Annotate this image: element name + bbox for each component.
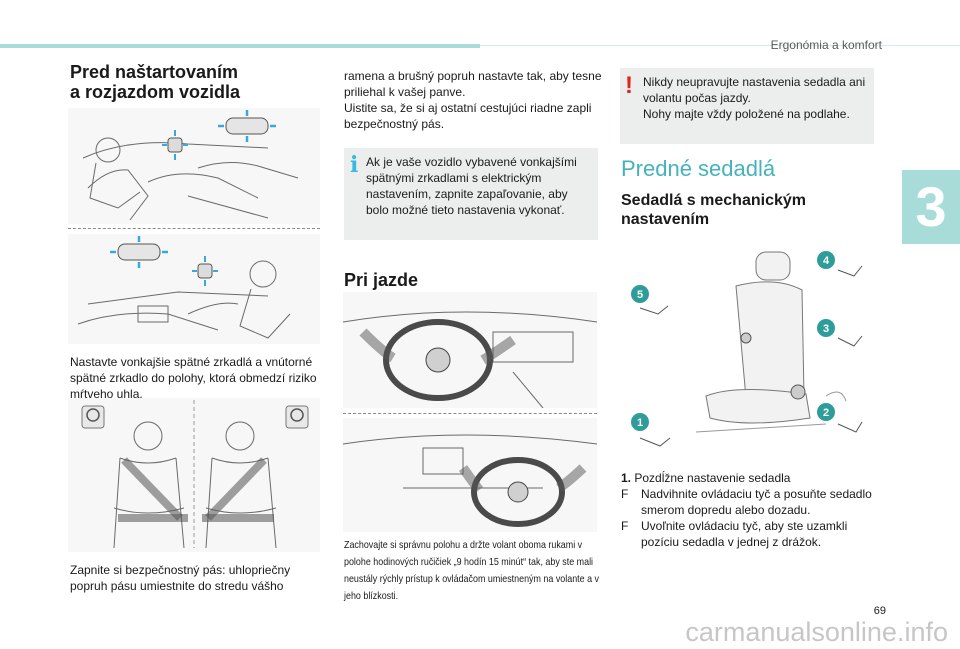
- illustration-divider: [68, 228, 320, 229]
- seatbelt-illustration: [68, 398, 320, 552]
- warning-box: ! Nikdy neupravujte nastavenia sedadla a…: [620, 68, 874, 144]
- seatbelt-instruction: Zapnite si bezpečnostný pás: uhlopriečny…: [70, 563, 291, 593]
- seat-item-1-bullets: F Nadvihnite ovládaciu tyč a posuňte sed…: [621, 486, 873, 550]
- bullet-text: Uvoľnite ovládaciu tyč, aby ste uzamkli …: [641, 519, 848, 549]
- seat-adjust-icon: [631, 251, 863, 447]
- seat-badge-5: 5: [637, 289, 643, 301]
- seat-badge-3: 3: [823, 323, 829, 335]
- mirror-instruction: Nastavte vonkajšie spätné zrkadlá a vnút…: [70, 355, 317, 401]
- mirror-adjust-illustration-top: [68, 108, 320, 224]
- page-title: Pred naštartovaním a rozjazdom vozidla: [70, 62, 310, 102]
- driving-hands-illustration-top: [343, 292, 597, 408]
- illustration-divider: [343, 413, 597, 414]
- top-divider-line: [480, 45, 960, 46]
- seat-badge-1: 1: [637, 417, 643, 429]
- seatbelt-instruction-continued: ramena a brušný popruh nastavte tak, aby…: [344, 69, 602, 131]
- chapter-tab: [902, 170, 960, 244]
- list-item: F Uvoľnite ovládaciu tyč, aby ste uzamkl…: [621, 518, 873, 550]
- driving-caption: Zachovajte si správnu polohu a držte vol…: [344, 539, 599, 602]
- mirror-adjust-icon: [162, 110, 276, 160]
- section-title: Ergonómia a komfort: [770, 38, 882, 52]
- subheading-line1: Sedadlá s mechanickým: [621, 192, 806, 209]
- section-heading-driving: Pri jazde: [344, 269, 419, 290]
- warning-box-text: Nikdy neupravujte nastavenia sedadla ani…: [643, 75, 866, 121]
- mirror-adjust-icon: [110, 236, 218, 286]
- seat-item-1-title: 1. Pozdĺžne nastavenie sedadla: [621, 470, 873, 486]
- steering-wheel-icon: [81, 405, 309, 429]
- page-title-line1: Pred naštartovaním: [70, 62, 239, 82]
- info-icon: i: [350, 152, 359, 178]
- seat-badge-4: 4: [823, 255, 830, 267]
- seat-item-1-title-text: Pozdĺžne nastavenie sedadla: [634, 471, 791, 485]
- chapter-number: 3: [915, 175, 947, 238]
- warning-icon: !: [625, 72, 633, 99]
- top-accent-bar: [0, 44, 480, 48]
- bullet-marker: F: [621, 519, 629, 533]
- seat-badge-2: 2: [823, 407, 829, 419]
- info-box: i Ak je vaše vozidlo vybavené vonkajšími…: [344, 148, 598, 240]
- watermark: carmanualsonline.info: [685, 617, 948, 647]
- list-item: F Nadvihnite ovládaciu tyč a posuňte sed…: [621, 486, 873, 518]
- seat-adjustment-illustration: 1 2 3 4 5: [631, 251, 863, 447]
- bullet-marker: F: [621, 487, 629, 501]
- subheading-line2: nastavením: [621, 211, 710, 228]
- page-number: 69: [873, 605, 886, 617]
- info-box-text: Ak je vaše vozidlo vybavené vonkajšími s…: [366, 155, 577, 217]
- heading-front-seats: Predné sedadlá: [621, 156, 776, 181]
- seat-item-1-number: 1.: [621, 471, 632, 485]
- bullet-text: Nadvihnite ovládaciu tyč a posuňte sedad…: [641, 487, 872, 517]
- mirror-adjust-illustration-bottom: [68, 234, 320, 344]
- seat-item-1: 1. Pozdĺžne nastavenie sedadla F Nadvihn…: [621, 470, 873, 550]
- subheading-mechanical-seats: Sedadlá s mechanickým nastavením: [621, 191, 871, 229]
- page-title-line2: a rozjazdom vozidla: [70, 82, 241, 102]
- driving-hands-illustration-bottom: [343, 418, 597, 532]
